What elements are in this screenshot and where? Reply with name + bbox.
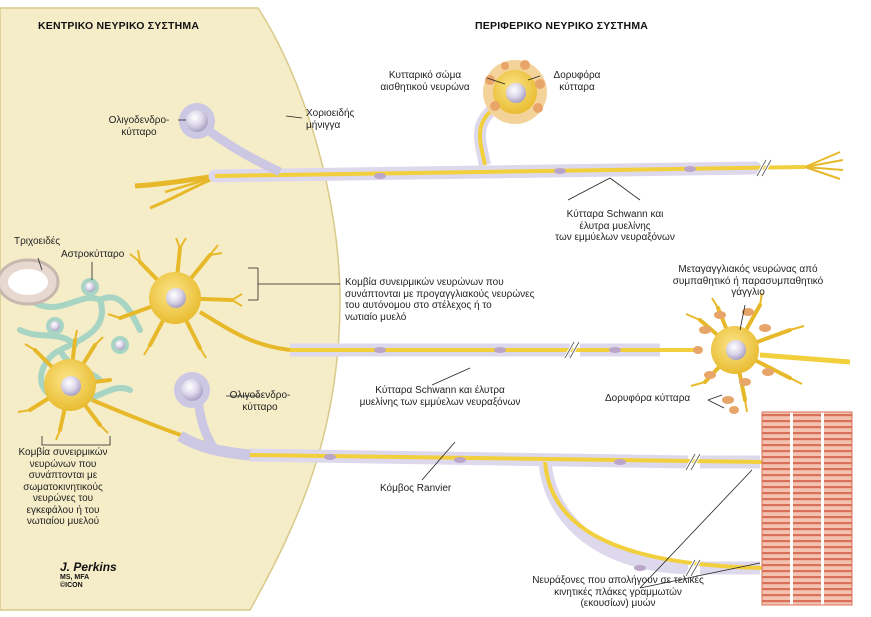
cns-header: ΚΕΝΤΡΙΚΟ ΝΕΥΡΙΚΟ ΣΥΣΤΗΜΑ bbox=[38, 20, 199, 32]
signature-name: J. Perkins bbox=[60, 560, 117, 574]
label-capillary: Τριχοειδές bbox=[14, 236, 60, 248]
somatic-axon bbox=[250, 448, 788, 583]
sensory-cell-body bbox=[483, 60, 547, 124]
signature-credential: MS, MFA bbox=[60, 574, 117, 582]
label-oligodendrocyte-top: Ολιγοδενδρο-κύτταρο bbox=[100, 115, 178, 138]
autonomic-axon bbox=[290, 342, 700, 358]
skeletal-muscle bbox=[762, 412, 852, 605]
pns-header: ΠΕΡΙΦΕΡΙΚΟ ΝΕΥΡΙΚΟ ΣΥΣΤΗΜΑ bbox=[475, 20, 648, 32]
label-astrocyte: Αστροκύτταρο bbox=[61, 249, 124, 261]
capillary bbox=[0, 260, 58, 304]
postganglionic-neuron bbox=[686, 293, 850, 414]
label-node-of-ranvier: Κόμβος Ranvier bbox=[380, 483, 451, 495]
label-oligodendrocyte-bottom: Ολιγοδενδρο-κύτταρο bbox=[220, 390, 300, 413]
signature-mark: ©ICON bbox=[60, 582, 117, 590]
artist-signature: J. Perkins MS, MFA ©ICON bbox=[60, 560, 117, 590]
label-satellite-bottom: Δορυφόρα κύτταρα bbox=[605, 393, 690, 405]
